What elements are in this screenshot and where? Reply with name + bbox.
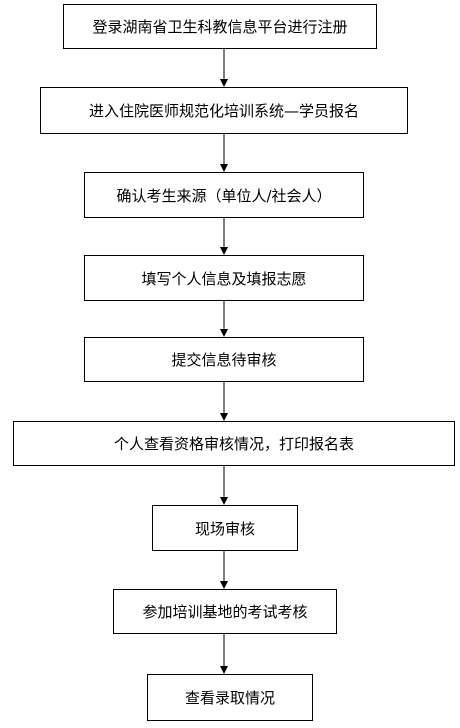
step-submit: 提交信息待审核: [84, 337, 364, 382]
step-enter-system-label: 进入住院医师规范化培训系统—学员报名: [88, 102, 359, 120]
step-check-status: 个人查看资格审核情况，打印报名表: [13, 421, 455, 466]
step-admission-label: 查看录取情况: [184, 689, 275, 707]
step-exam-label: 参加培训基地的考试考核: [142, 603, 308, 621]
step-onsite-review: 现场审核: [152, 505, 298, 551]
step-fill-info: 填写个人信息及填报志愿: [84, 255, 364, 301]
step-onsite-review-label: 现场审核: [194, 519, 255, 538]
step-admission: 查看录取情况: [147, 674, 313, 721]
step-submit-label: 提交信息待审核: [171, 351, 277, 369]
step-check-status-label: 个人查看资格审核情况，打印报名表: [113, 435, 354, 453]
step-exam: 参加培训基地的考试考核: [113, 589, 337, 634]
step-enter-system: 进入住院医师规范化培训系统—学员报名: [40, 87, 408, 134]
step-confirm-source: 确认考生来源（单位人/社会人）: [84, 172, 364, 218]
step-register: 登录湖南省卫生科教信息平台进行注册: [63, 4, 377, 49]
step-fill-info-label: 填写个人信息及填报志愿: [141, 269, 307, 288]
step-confirm-source-label: 确认考生来源（单位人/社会人）: [116, 186, 332, 205]
step-register-label: 登录湖南省卫生科教信息平台进行注册: [92, 18, 348, 36]
